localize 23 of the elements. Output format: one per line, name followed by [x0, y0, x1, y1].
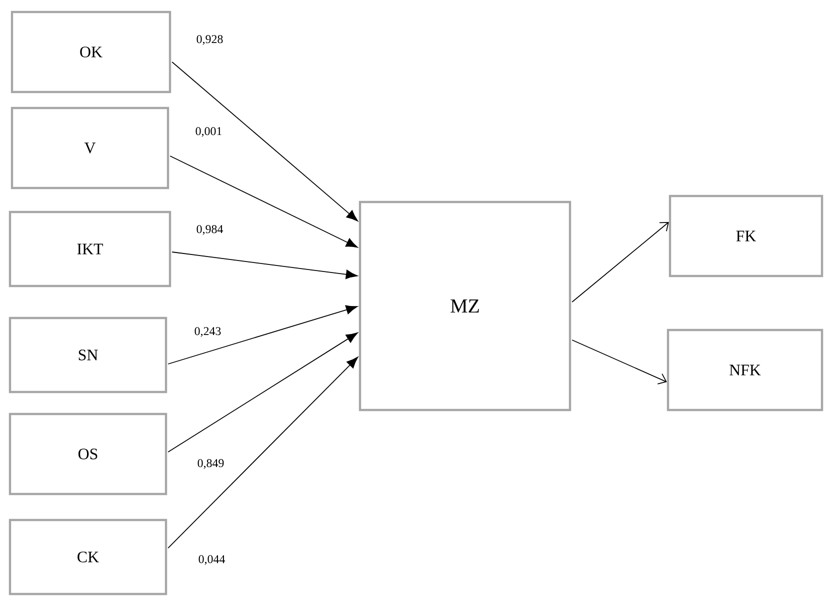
- arrow: [170, 156, 358, 248]
- edge-label: 0,044: [197, 554, 226, 566]
- process-box: MZ: [358, 200, 572, 412]
- process-box: OK: [10, 10, 172, 94]
- arrow: [572, 340, 667, 384]
- process-box: CK: [8, 518, 168, 596]
- edge-label: 0,928: [195, 34, 224, 46]
- process-box: OS: [8, 412, 168, 496]
- arrow: [168, 332, 358, 452]
- arrow: [168, 356, 358, 548]
- process-box: V: [10, 106, 170, 190]
- edge-label: 0,849: [196, 458, 226, 470]
- arrow: [172, 252, 358, 280]
- process-box: FK: [668, 194, 824, 278]
- arrow: [168, 305, 358, 364]
- process-box: SN: [8, 316, 168, 394]
- arrow: [172, 62, 358, 222]
- edge-label: 0,001: [194, 126, 224, 138]
- process-box: IKT: [8, 210, 172, 288]
- edge-label: 0,984: [195, 224, 224, 236]
- process-box: NFK: [666, 328, 824, 412]
- arrow: [572, 222, 669, 302]
- edge-label: 0,243: [193, 326, 222, 338]
